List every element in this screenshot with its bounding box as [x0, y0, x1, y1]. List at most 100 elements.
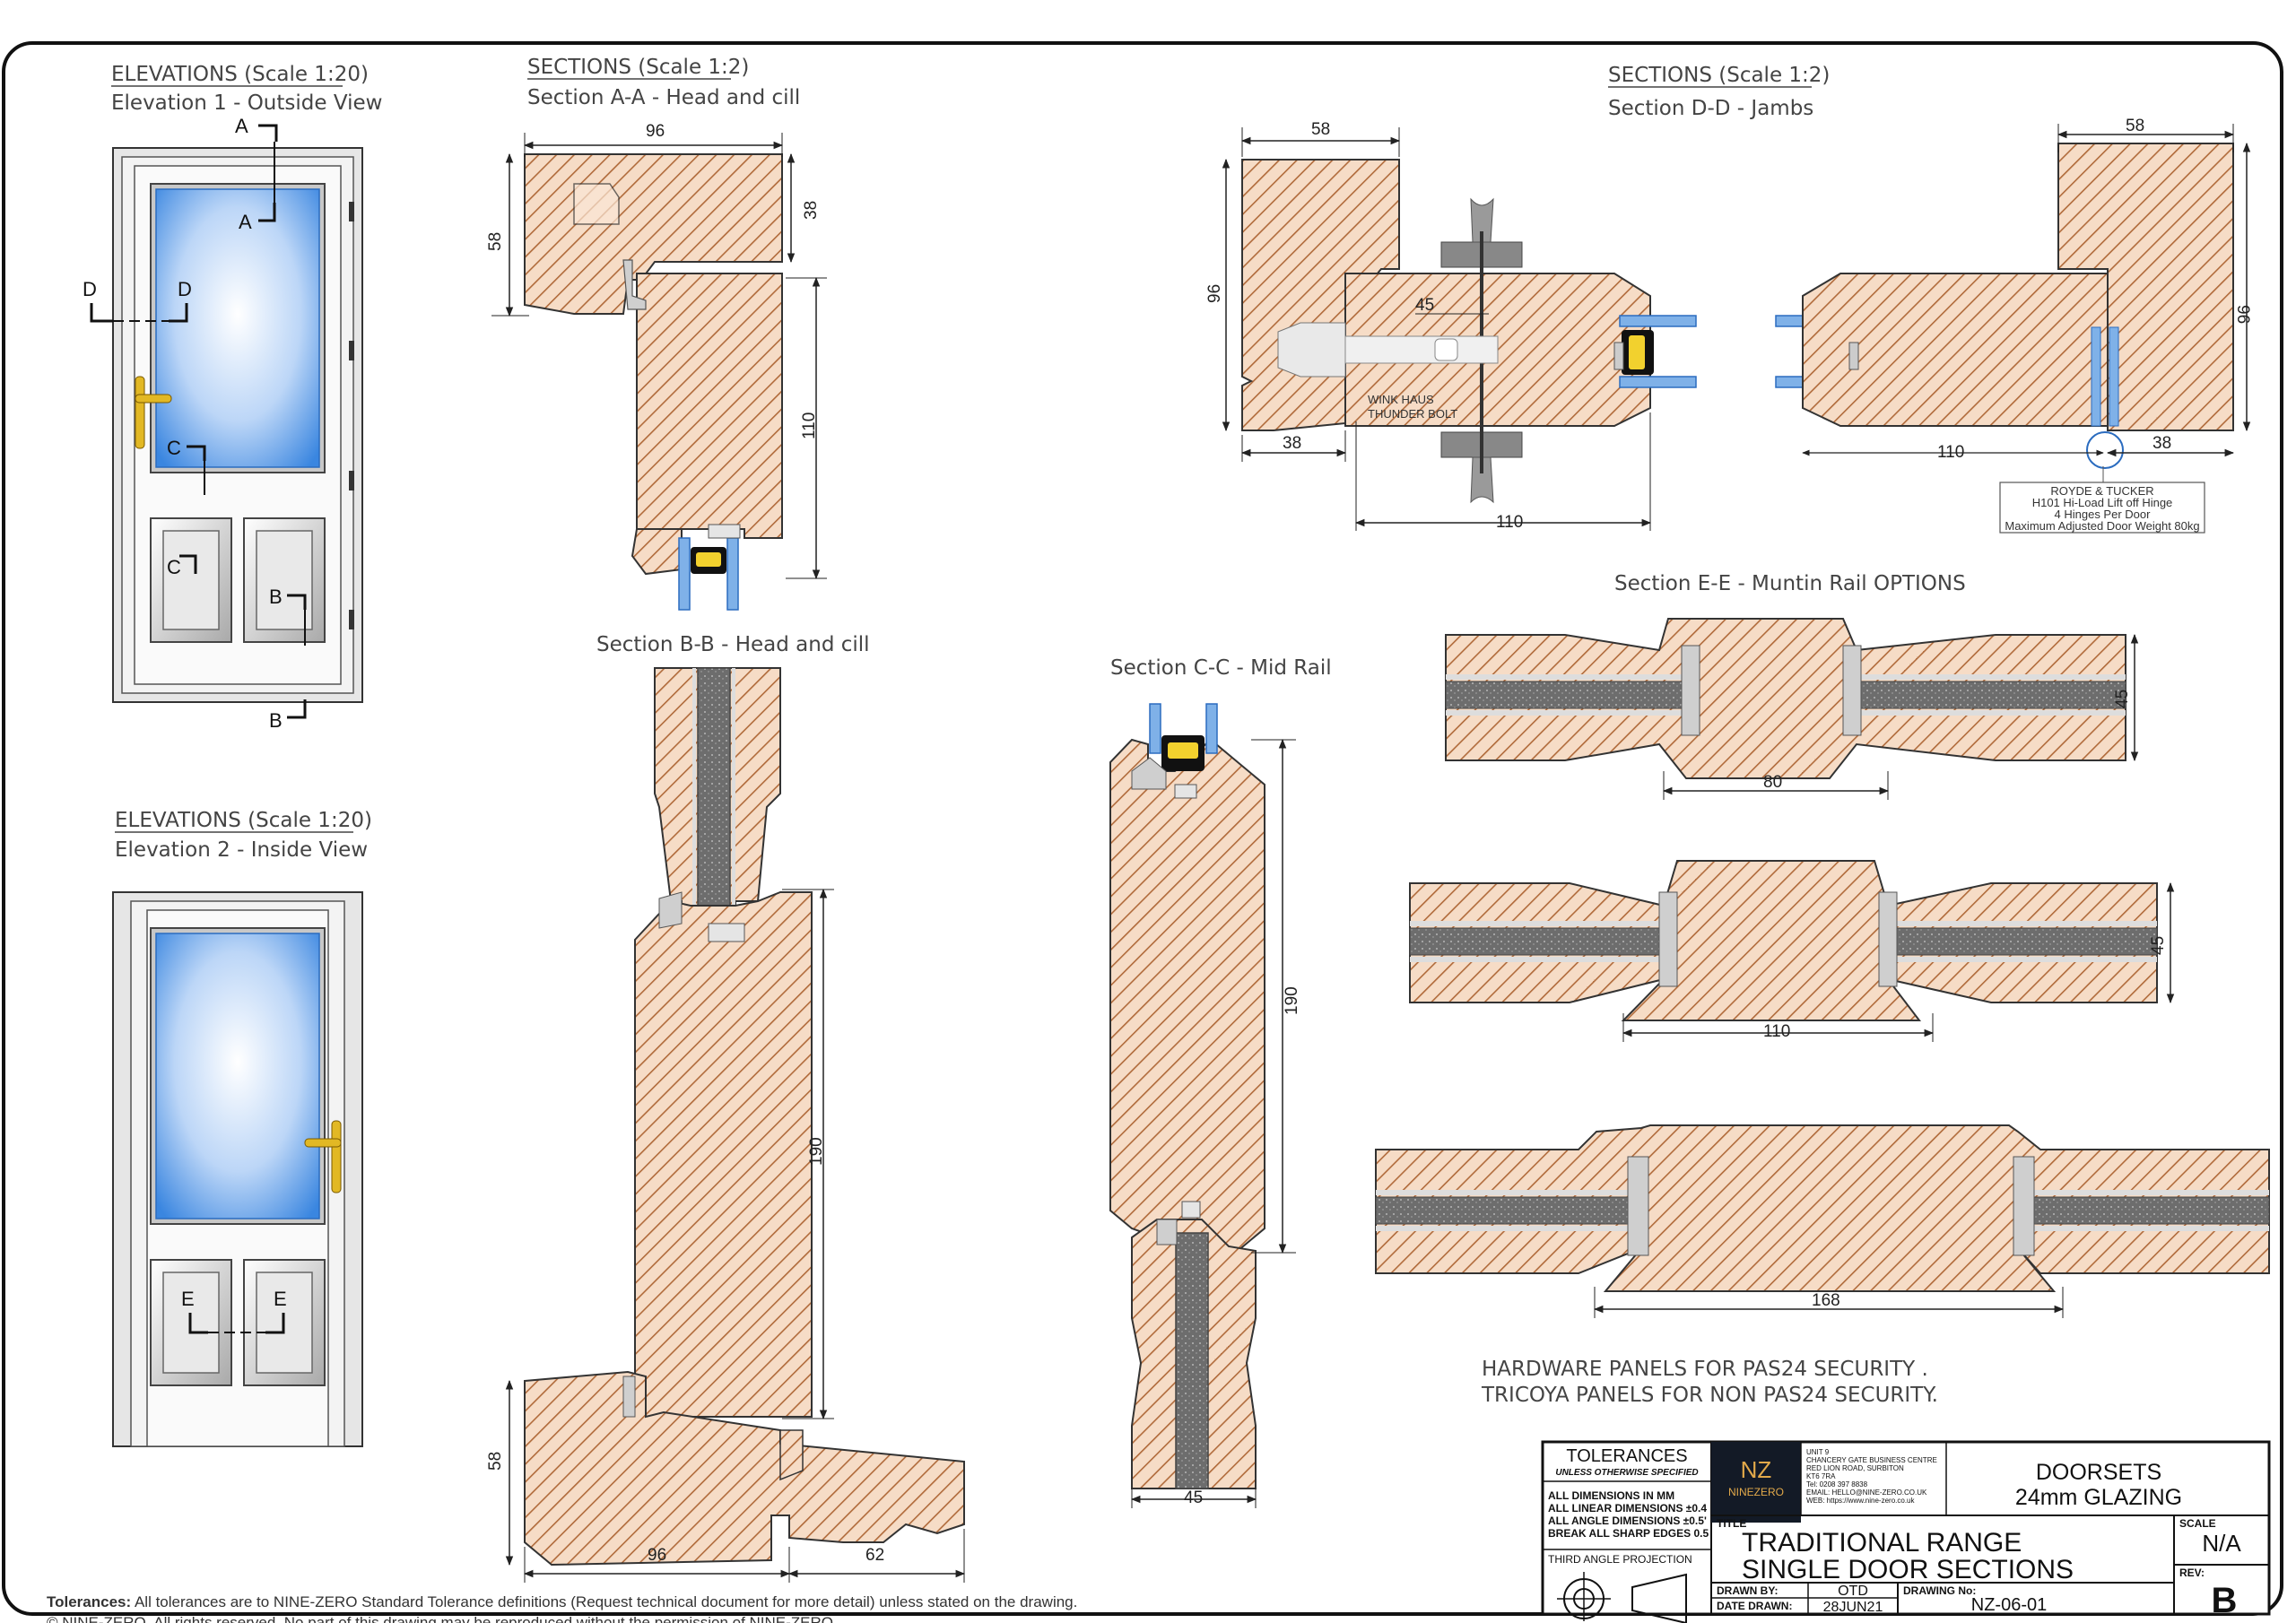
marker-d-left: D	[83, 278, 97, 300]
svg-text:110: 110	[1763, 1022, 1790, 1041]
sections-left-heading: SECTIONS (Scale 1:2)	[527, 56, 749, 79]
product-line-1: DOORSETS	[2036, 1460, 2161, 1485]
svg-text:Maximum Adjusted Door Weight 8: Maximum Adjusted Door Weight 80kg	[2005, 519, 2199, 533]
svg-text:ROYDE & TUCKER: ROYDE & TUCKER	[2050, 484, 2153, 498]
svg-text:ALL DIMENSIONS IN MM: ALL DIMENSIONS IN MM	[1548, 1489, 1674, 1502]
svg-text:38: 38	[802, 201, 821, 220]
svg-text:DRAWN BY:: DRAWN BY:	[1717, 1584, 1778, 1597]
svg-text:96: 96	[1205, 284, 1224, 303]
svg-text:58: 58	[486, 1452, 505, 1471]
third-angle-projection-icon	[1557, 1572, 1687, 1623]
drawing-title-2: SINGLE DOOR SECTIONS	[1742, 1555, 2074, 1584]
svg-text:58: 58	[1311, 120, 1330, 139]
marker-a-top: A	[235, 115, 248, 137]
revision-value: B	[2212, 1581, 2238, 1620]
svg-text:190: 190	[807, 1137, 826, 1166]
marker-e-right: E	[274, 1288, 287, 1310]
scale-value: N/A	[2202, 1530, 2241, 1557]
nine-zero-logo	[1711, 1442, 1801, 1523]
section-e-e: Section E-E - Muntin Rail OPTIONS 80 45	[1375, 572, 2270, 1407]
elevation-outside: ELEVATIONS (Scale 1:20) Elevation 1 - Ou…	[83, 63, 382, 732]
door-handle-outside	[135, 376, 145, 449]
svg-text:ALL LINEAR DIMENSIONS ±0.4: ALL LINEAR DIMENSIONS ±0.4	[1548, 1502, 1707, 1515]
svg-text:B: B	[269, 709, 283, 732]
svg-text:A: A	[239, 211, 252, 233]
svg-text:96: 96	[648, 1546, 666, 1565]
svg-text:KT6 7RA: KT6 7RA	[1806, 1472, 1836, 1480]
elevation1-heading: ELEVATIONS (Scale 1:20)	[111, 63, 369, 86]
muntin-option-168: 168	[1375, 1124, 2270, 1318]
muntin-option-80: 80 45	[1445, 618, 2139, 800]
svg-text:SCALE: SCALE	[2179, 1517, 2216, 1530]
date-drawn-value: 28JUN21	[1823, 1600, 1883, 1615]
svg-text:DATE DRAWN:: DATE DRAWN:	[1717, 1600, 1792, 1612]
panel-note-1: HARDWARE PANELS FOR PAS24 SECURITY .	[1482, 1358, 1928, 1381]
svg-text:ALL ANGLE DIMENSIONS ±0.5': ALL ANGLE DIMENSIONS ±0.5'	[1548, 1515, 1707, 1527]
svg-text:45: 45	[1184, 1488, 1203, 1507]
svg-text:62: 62	[865, 1546, 884, 1565]
svg-text:168: 168	[1812, 1291, 1840, 1310]
sections-right-heading: SECTIONS (Scale 1:2)	[1608, 64, 1830, 87]
elevation-inside: ELEVATIONS (Scale 1:20) Elevation 2 - In…	[112, 809, 372, 1447]
sheet-border	[2, 41, 2283, 1616]
elevation2-subtitle: Elevation 2 - Inside View	[115, 838, 368, 862]
drawn-by-value: OTD	[1838, 1584, 1868, 1599]
footer: Tolerances: All tolerances are to NINE-Z…	[47, 1593, 1077, 1623]
svg-text:58: 58	[2126, 117, 2144, 135]
svg-text:45: 45	[1415, 296, 1434, 315]
svg-text:Tel: 0208 397 8838: Tel: 0208 397 8838	[1806, 1480, 1868, 1488]
svg-text:UNLESS OTHERWISE SPECIFIED: UNLESS OTHERWISE SPECIFIED	[1555, 1468, 1698, 1478]
section-b-b: Section B-B - Head and cill 190 58 96 62	[486, 633, 966, 1583]
drawing-number: NZ-06-01	[1971, 1595, 2047, 1615]
section-a-a: SECTIONS (Scale 1:2) Section A-A - Head …	[486, 56, 827, 611]
product-line-2: 24mm GLAZING	[2015, 1485, 2182, 1510]
door-handle-inside	[331, 1120, 342, 1193]
copyright-note: © NINE-ZERO. All rights reserved. No par…	[47, 1614, 838, 1623]
marker-e-left: E	[181, 1288, 195, 1310]
svg-text:45: 45	[2113, 690, 2132, 708]
section-aa-label: Section A-A - Head and cill	[527, 86, 800, 109]
section-bb-label: Section B-B - Head and cill	[596, 633, 870, 656]
svg-text:UNIT 9: UNIT 9	[1806, 1448, 1830, 1456]
svg-text:4 Hinges Per Door: 4 Hinges Per Door	[2055, 508, 2152, 521]
section-dd-label: Section D-D - Jambs	[1608, 97, 1813, 120]
svg-text:EMAIL: HELLO@NINE-ZERO.CO.UK: EMAIL: HELLO@NINE-ZERO.CO.UK	[1806, 1488, 1927, 1497]
tolerances-title: TOLERANCES	[1566, 1446, 1687, 1466]
marker-c: C	[167, 437, 181, 459]
elevation2-heading: ELEVATIONS (Scale 1:20)	[115, 809, 372, 832]
svg-text:96: 96	[2233, 305, 2252, 324]
section-cc-label: Section C-C - Mid Rail	[1110, 656, 1332, 680]
svg-text:TITLE: TITLE	[1717, 1517, 1746, 1530]
elevation1-subtitle: Elevation 1 - Outside View	[111, 91, 382, 115]
svg-text:80: 80	[1763, 773, 1782, 792]
tolerances-note: Tolerances: All tolerances are to NINE-Z…	[47, 1593, 1077, 1610]
dim-aa-96: 96	[646, 122, 665, 141]
section-d-d: SECTIONS (Scale 1:2) Section D-D - Jambs…	[1205, 64, 2252, 534]
svg-text:110: 110	[1937, 443, 1964, 462]
hinge-note-box	[1999, 482, 2205, 534]
marker-b: B	[269, 586, 283, 608]
svg-text:38: 38	[1283, 434, 1301, 453]
section-c-c: Section C-C - Mid Rail 190 45	[1109, 656, 1332, 1508]
lock-label-1: WINK HAUS	[1368, 393, 1434, 406]
svg-text:D: D	[178, 278, 192, 300]
svg-text:BREAK ALL SHARP EDGES 0.5: BREAK ALL SHARP EDGES 0.5	[1548, 1527, 1709, 1540]
svg-text:REV:: REV:	[2179, 1567, 2205, 1579]
lock-label-2: THUNDER BOLT	[1368, 407, 1457, 421]
svg-text:110: 110	[800, 412, 819, 439]
svg-text:38: 38	[2152, 434, 2171, 453]
svg-text:DRAWING No:: DRAWING No:	[1903, 1584, 1976, 1597]
title-block: TOLERANCES UNLESS OTHERWISE SPECIFIED AL…	[1541, 1440, 2271, 1623]
svg-text:THIRD ANGLE PROJECTION: THIRD ANGLE PROJECTION	[1548, 1553, 1692, 1566]
drawing-title-1: TRADITIONAL RANGE	[1742, 1528, 2022, 1558]
section-ee-label: Section E-E - Muntin Rail OPTIONS	[1614, 572, 1966, 595]
svg-text:WEB: https://www.nine-zero.co.: WEB: https://www.nine-zero.co.uk	[1806, 1497, 1915, 1505]
svg-text:RED LION ROAD, SURBITON: RED LION ROAD, SURBITON	[1806, 1464, 1904, 1472]
panel-note-2: TRICOYA PANELS FOR NON PAS24 SECURITY.	[1481, 1384, 1938, 1407]
svg-text:58: 58	[486, 232, 505, 251]
svg-text:190: 190	[1283, 986, 1301, 1015]
svg-text:NINEZERO: NINEZERO	[1728, 1486, 1784, 1498]
svg-text:110: 110	[1496, 513, 1523, 532]
svg-text:H101 Hi-Load Lift off Hinge: H101 Hi-Load Lift off Hinge	[2032, 496, 2173, 509]
